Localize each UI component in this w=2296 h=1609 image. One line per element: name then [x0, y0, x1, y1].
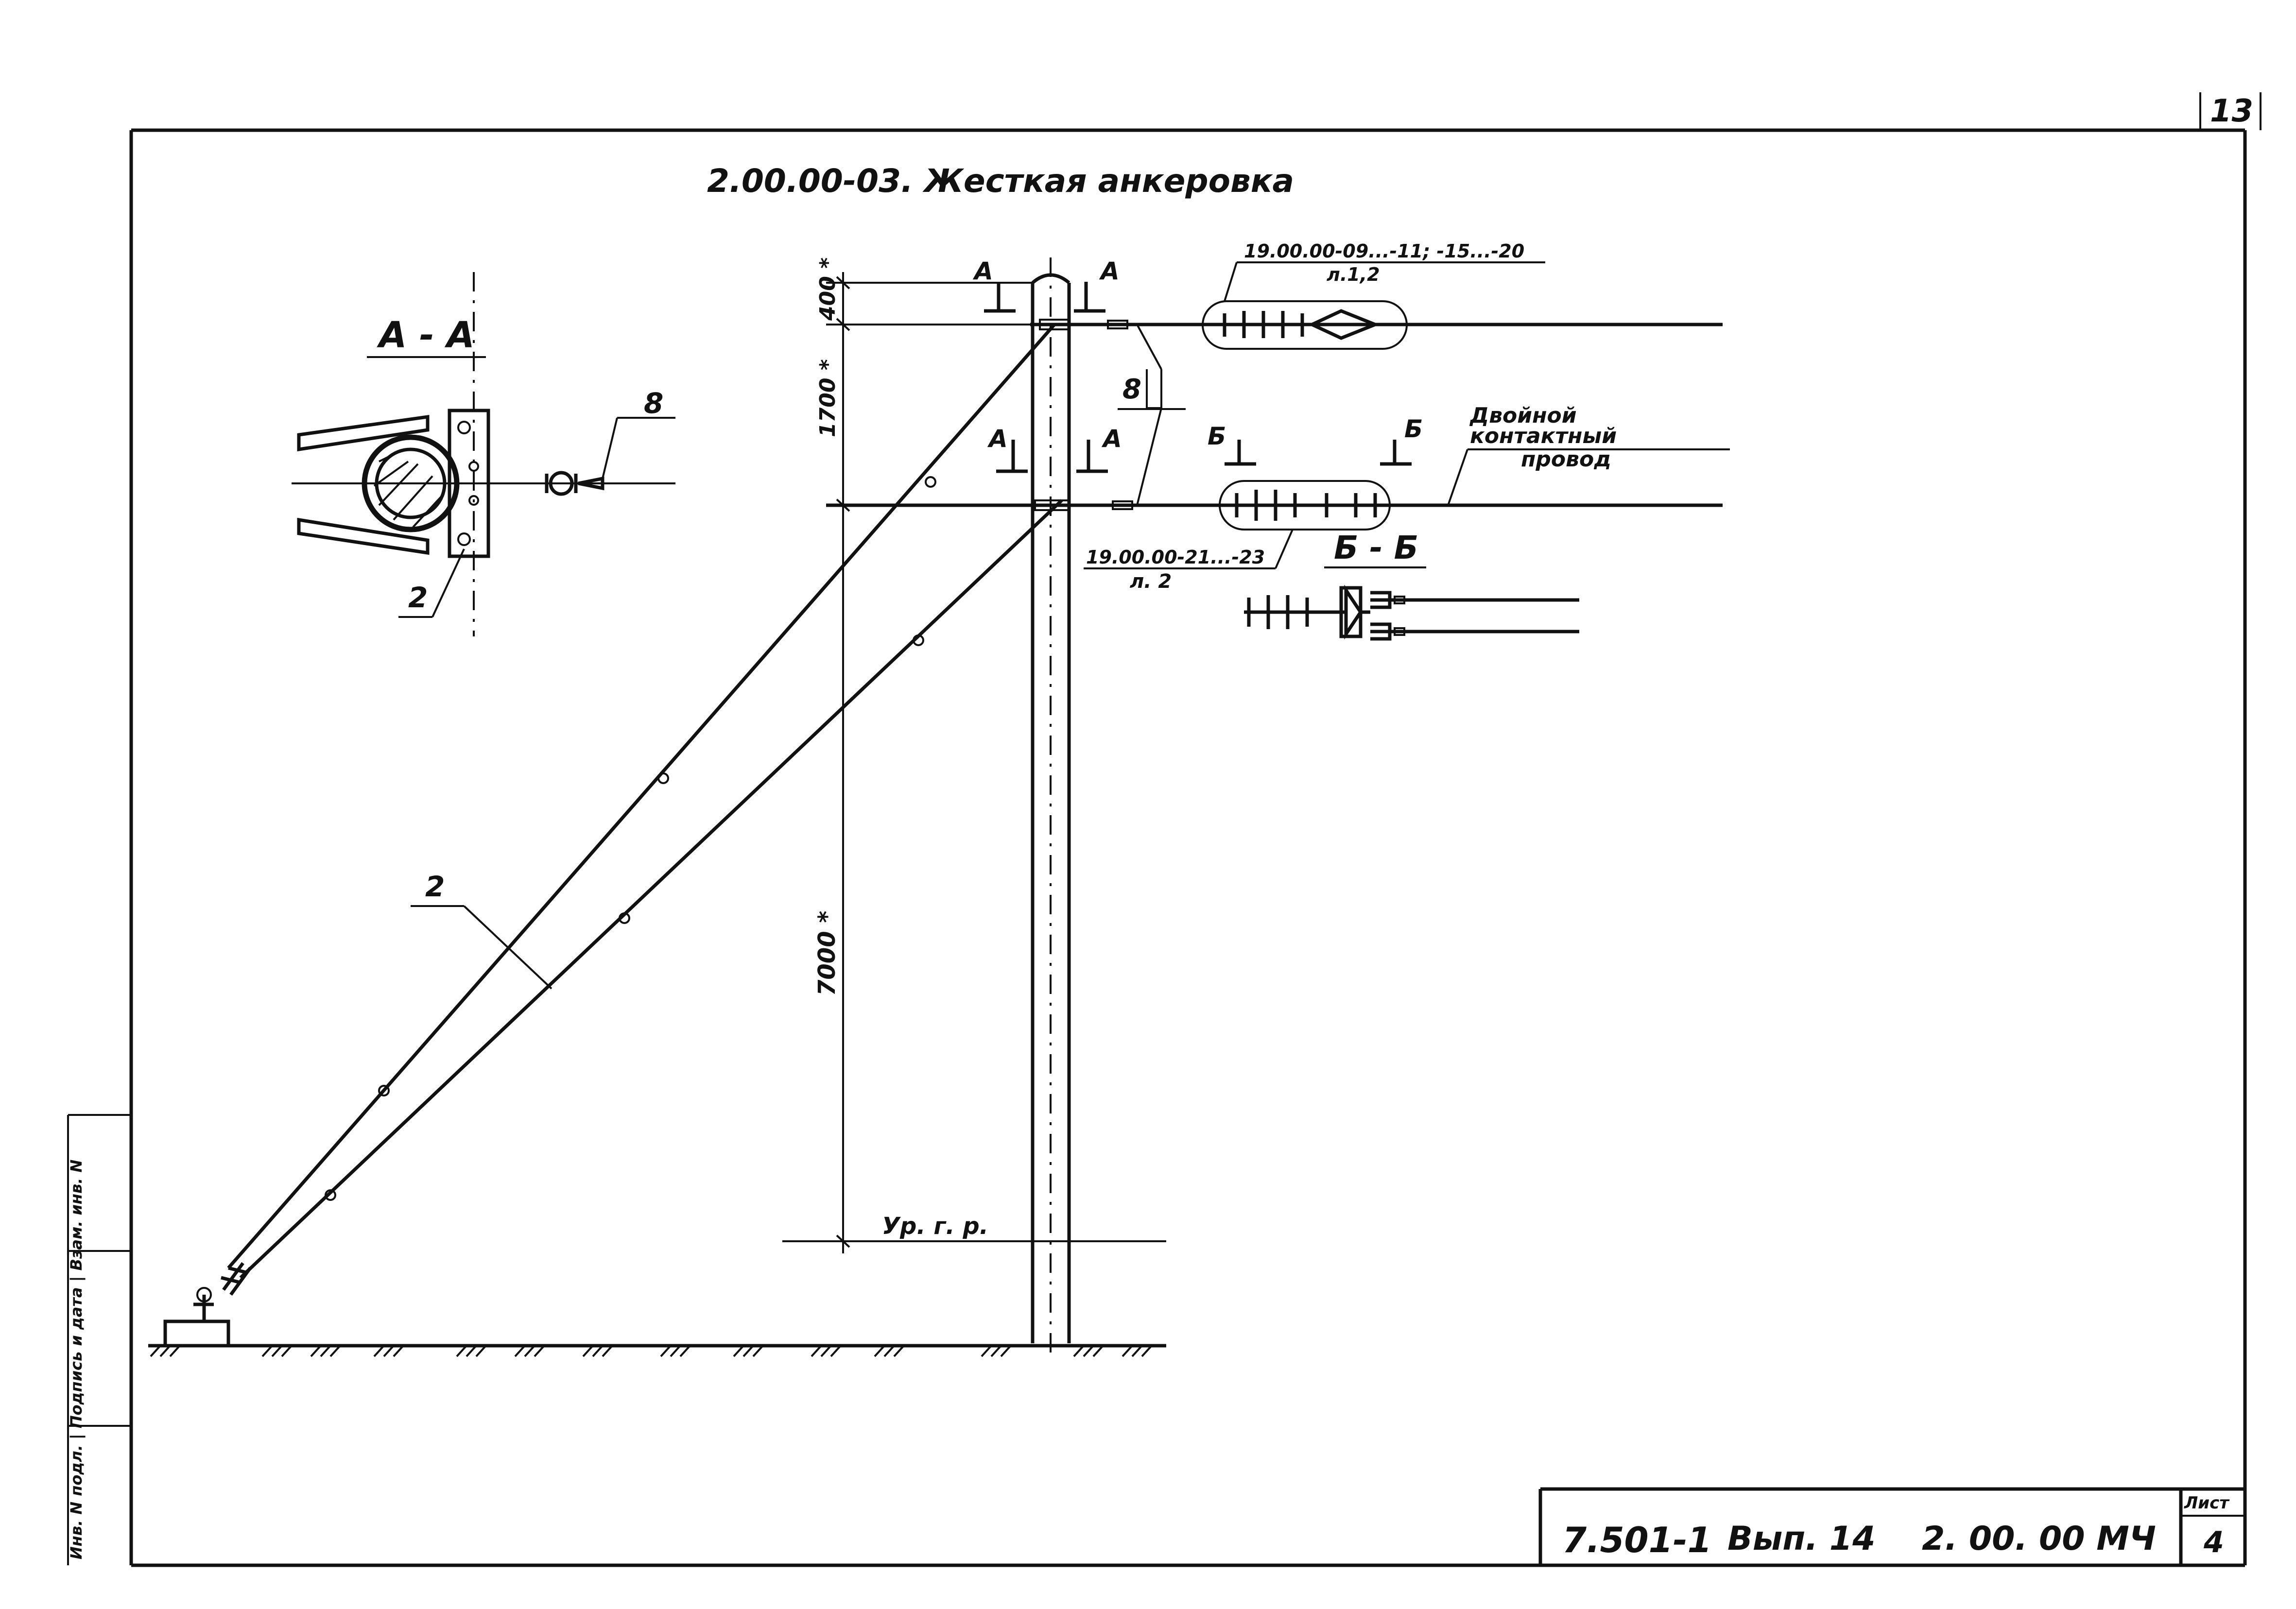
issue-number: Вып. 14: [1727, 1520, 1875, 1558]
section-mark-a-3: А: [987, 425, 1008, 453]
sheet-frame: [129, 92, 2261, 1567]
drawing-title: 2.00.00-03. Жесткая анкеровка: [707, 162, 1294, 200]
wire-note-line3: провод: [1521, 447, 1611, 472]
section-aa-view: [292, 272, 675, 636]
section-mark-b-1: Б: [1208, 422, 1226, 450]
section-marks: [984, 282, 1412, 473]
ref-upper-line2: л.1,2: [1327, 264, 1380, 285]
ground-line: [148, 1344, 1166, 1357]
main-callout-8: 8: [1122, 374, 1141, 405]
pole: [1031, 257, 1071, 1355]
section-bb-view: [1244, 584, 1579, 641]
ref-lower-line1: 19.00.00-21...-23: [1086, 547, 1265, 568]
ground-level-label: Ур. г. р.: [882, 1213, 988, 1240]
wire-note-line2: контактный: [1470, 424, 1617, 448]
section-bb-label: Б - Б: [1334, 529, 1418, 566]
title-block: [1538, 1487, 2245, 1565]
sheet-label: Лист: [2184, 1493, 2230, 1513]
wire-note-line1: Двойной: [1469, 403, 1577, 428]
dim-lower: 7000 *: [813, 911, 841, 996]
section-mark-a-2: А: [1099, 257, 1120, 285]
section-aa-callout-2: 2: [408, 581, 428, 614]
section-aa-label: А - А: [377, 314, 475, 356]
ref-lower-line2: л. 2: [1130, 570, 1172, 593]
section-aa-callout-8: 8: [644, 387, 663, 420]
side-stamp: [67, 1114, 131, 1565]
drawing-code: 2. 00. 00 МЧ: [1922, 1520, 2156, 1558]
section-mark-a-4: А: [1101, 425, 1122, 453]
main-callout-2: 2: [425, 870, 445, 903]
doc-code: 7.501-1: [1562, 1520, 1712, 1560]
side-stamp-label: Инв. N подл. | Подпись и дата | Взам. ин…: [67, 1159, 86, 1559]
ref-upper-line1: 19.00.00-09...-11; -15...-20: [1244, 240, 1524, 262]
anchor-stays: [227, 323, 1063, 1279]
page-number: 13: [2210, 93, 2253, 129]
upper-wire: [1030, 300, 1723, 350]
section-mark-a-1: А: [972, 257, 993, 285]
dim-top: 400 *: [815, 257, 840, 321]
anchor-block: [163, 1262, 252, 1348]
dim-middle: 1700 *: [815, 359, 840, 437]
section-mark-b-2: Б: [1404, 415, 1423, 443]
sheet-number: 4: [2203, 1525, 2224, 1559]
